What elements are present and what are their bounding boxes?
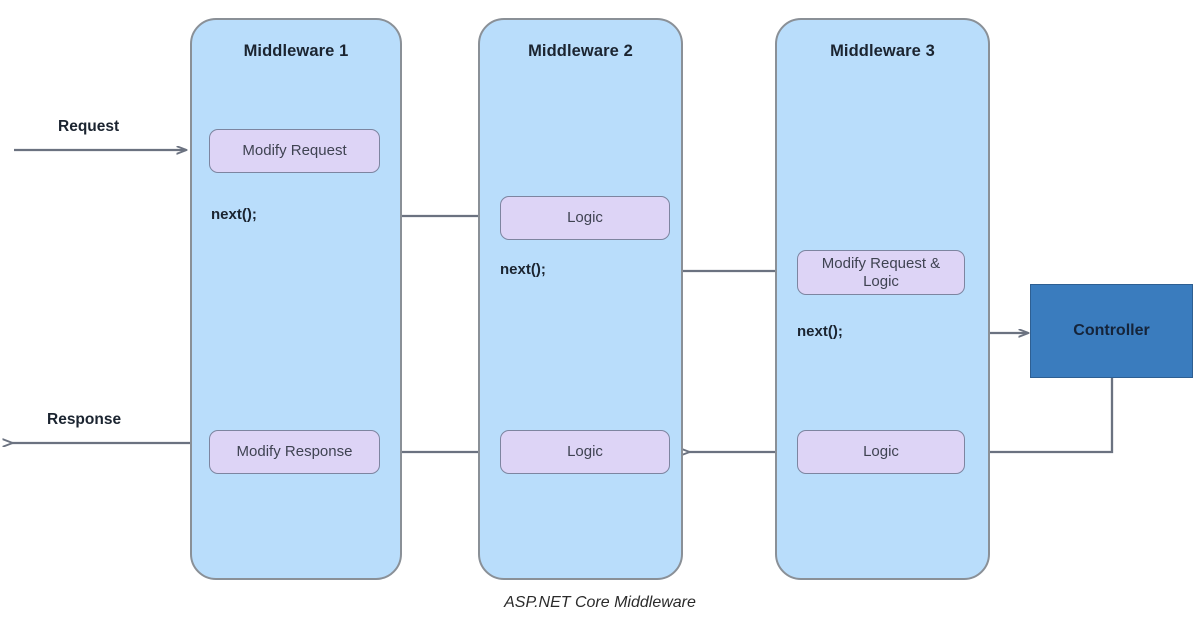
middleware-3-title: Middleware 3	[830, 42, 935, 60]
middleware-3-step-line-2: Logic	[863, 272, 899, 290]
middleware-1-modify-request-box: Modify Request	[209, 129, 380, 173]
middleware-1-title: Middleware 1	[243, 42, 349, 60]
middleware-1-modify-response-box: Modify Response	[209, 430, 380, 474]
middleware-2-next-label: next();	[500, 261, 546, 278]
middleware-1-next-label: next();	[211, 206, 257, 223]
controller-box: Controller	[1030, 284, 1193, 378]
arrow-controller-return	[971, 378, 1114, 452]
middleware-1-panel: Middleware 1	[190, 18, 402, 580]
request-label: Request	[58, 118, 120, 135]
middleware-2-panel: Middleware 2	[478, 18, 683, 580]
middleware-3-step-line-1: Modify Request &	[821, 254, 941, 272]
middleware-3-panel: Middleware 3	[775, 18, 990, 580]
middleware-2-response-logic-box: Logic	[500, 430, 670, 474]
middleware-3-next-label: next();	[797, 323, 843, 340]
middleware-2-logic-box: Logic	[500, 196, 670, 240]
diagram-caption: ASP.NET Core Middleware	[504, 594, 696, 611]
middleware-3-modify-request-logic-box: Modify Request & Logic	[797, 250, 965, 295]
response-label: Response	[47, 411, 122, 428]
middleware-2-title: Middleware 2	[528, 42, 633, 60]
middleware-3-response-logic-box: Logic	[797, 430, 965, 474]
